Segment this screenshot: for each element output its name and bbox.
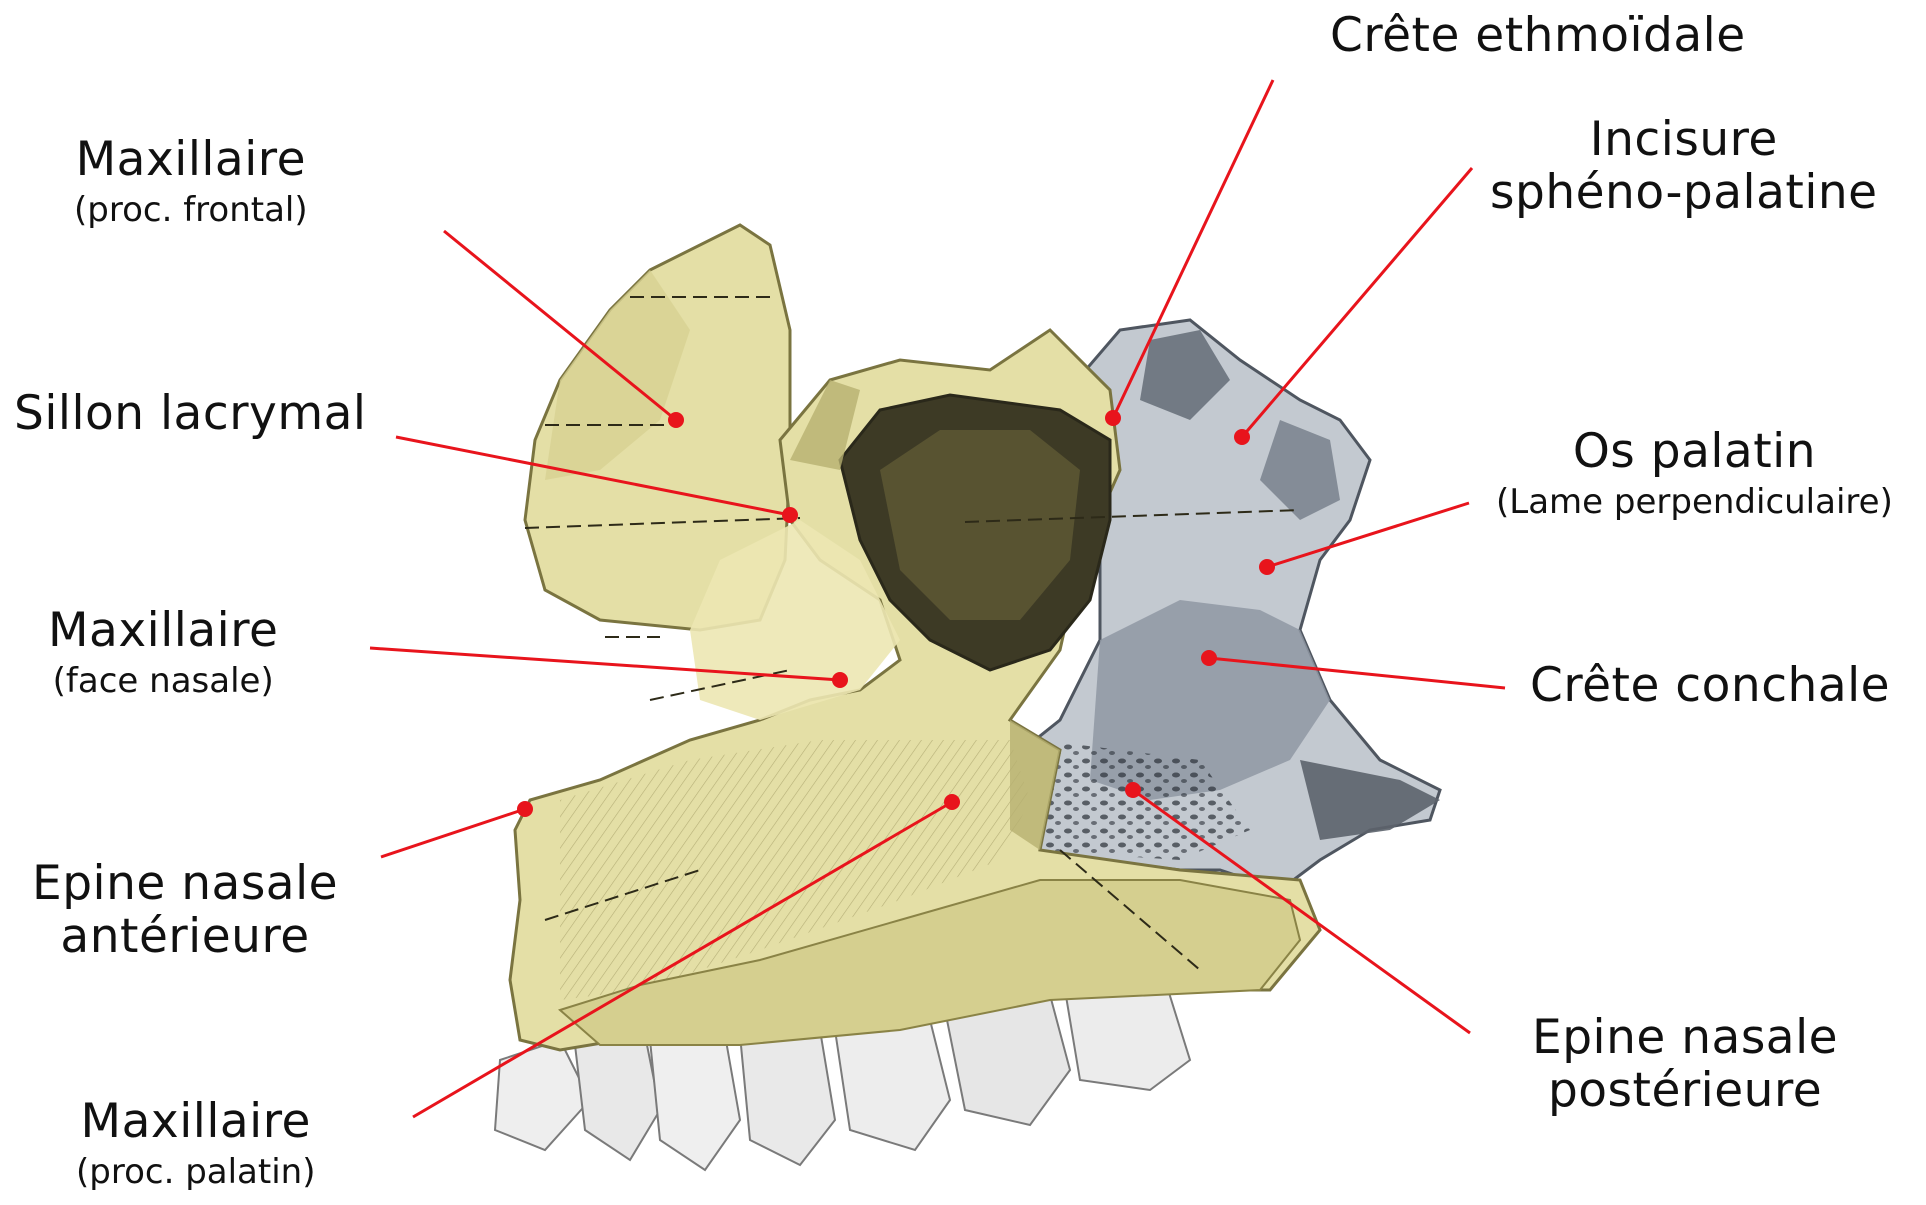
leader-line-crete-ethmoidale — [1113, 80, 1273, 418]
leader-line-maxillaire-frontal — [444, 231, 676, 420]
leader-line-crete-conchale — [1209, 658, 1505, 688]
anchor-dot-sillon-lacrymal — [782, 507, 798, 523]
leader-line-epine-posterieure — [1133, 790, 1470, 1033]
leader-line-incisure — [1242, 168, 1472, 437]
anchor-dot-incisure — [1234, 429, 1250, 445]
leader-line-group — [370, 80, 1505, 1117]
anchor-dot-group — [517, 410, 1275, 817]
leader-line-maxillaire-palatin — [413, 802, 952, 1117]
anchor-dot-maxillaire-nasale — [832, 672, 848, 688]
leader-line-sillon-lacrymal — [396, 437, 790, 515]
leader-line-maxillaire-nasale — [370, 648, 840, 680]
anchor-dot-os-palatin — [1259, 559, 1275, 575]
anchor-dot-epine-posterieure — [1125, 782, 1141, 798]
anchor-dot-crete-conchale — [1201, 650, 1217, 666]
anchor-dot-epine-anterieure — [517, 801, 533, 817]
anchor-dot-maxillaire-palatin — [944, 794, 960, 810]
anchor-dot-maxillaire-frontal — [668, 412, 684, 428]
anchor-dot-crete-ethmoidale — [1105, 410, 1121, 426]
leader-line-os-palatin — [1267, 503, 1469, 567]
leader-line-epine-anterieure — [381, 809, 525, 857]
